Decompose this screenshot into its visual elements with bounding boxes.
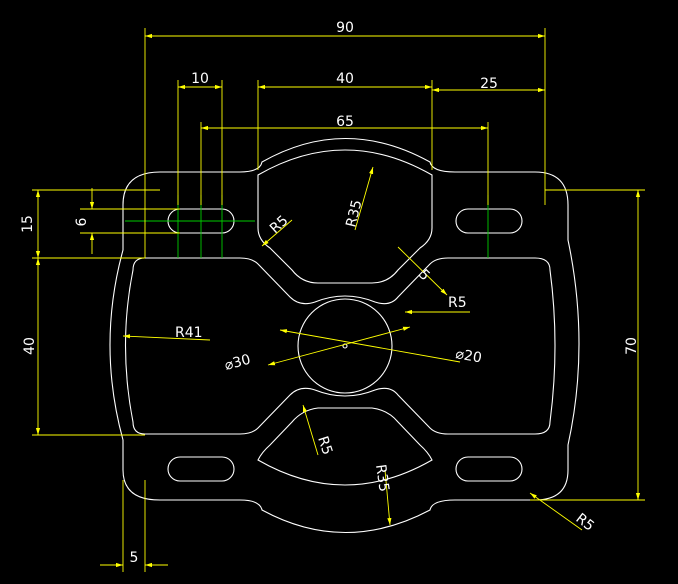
dim-radius-right-r5: R5 <box>448 295 467 311</box>
dim-slot-height: 6 <box>74 217 90 226</box>
dim-radius-bottom-right: R5 <box>573 511 598 535</box>
dim-bottom-offset: 5 <box>130 550 139 566</box>
dim-radius-left-arc: R41 <box>175 325 203 341</box>
dim-slot-width: 10 <box>191 71 209 87</box>
dim-right-offset: 25 <box>480 76 498 92</box>
dim-top-gap: 40 <box>336 71 354 87</box>
center-lines <box>125 195 489 258</box>
dimension-lines <box>32 28 645 572</box>
dim-diameter-outer: ⌀30 <box>223 352 252 374</box>
dim-slot-centers: 65 <box>336 114 354 130</box>
dim-radius-bottom-arc: R35 <box>372 463 392 493</box>
center-holes <box>297 298 393 394</box>
dim-radius-top-fillet: R5 <box>267 213 292 237</box>
dim-diameter-inner: ⌀20 <box>454 346 483 366</box>
dim-right-height: 70 <box>624 337 640 355</box>
dim-radius-right-5: 5 <box>415 267 433 285</box>
inner-boundary <box>124 257 556 435</box>
dim-radius-bottom-fillet: R5 <box>314 434 335 457</box>
dim-radius-top-arc: R35 <box>343 198 365 229</box>
dim-left-middle: 40 <box>22 337 38 355</box>
slots <box>167 208 523 482</box>
dim-left-height: 15 <box>20 215 36 233</box>
dimension-labels: 90 10 40 25 65 15 6 40 70 5 R5 R35 5 R5 … <box>20 20 640 566</box>
dim-overall-width: 90 <box>336 20 354 36</box>
pocket-arcs <box>257 149 433 486</box>
